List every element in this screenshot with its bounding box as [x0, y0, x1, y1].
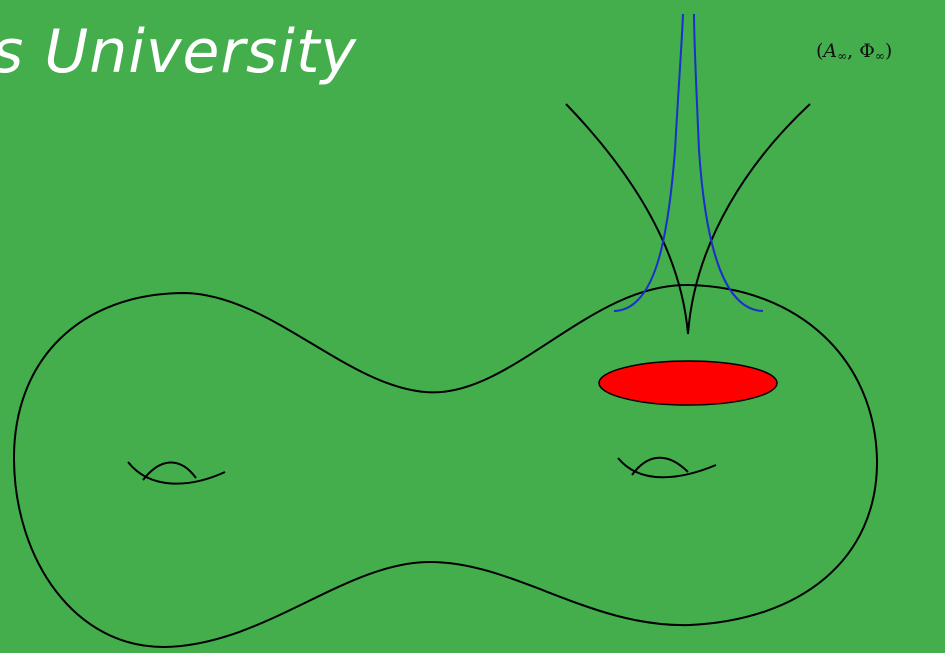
left-hole-upper-curve	[143, 462, 196, 480]
right-hole-upper-curve	[632, 458, 688, 475]
blowup-region-disk	[599, 361, 777, 405]
cusp-left-curve	[566, 104, 688, 334]
surface-outline	[14, 285, 877, 647]
left-hole-lower-curve	[128, 462, 225, 484]
blue-right-curve	[694, 14, 763, 311]
